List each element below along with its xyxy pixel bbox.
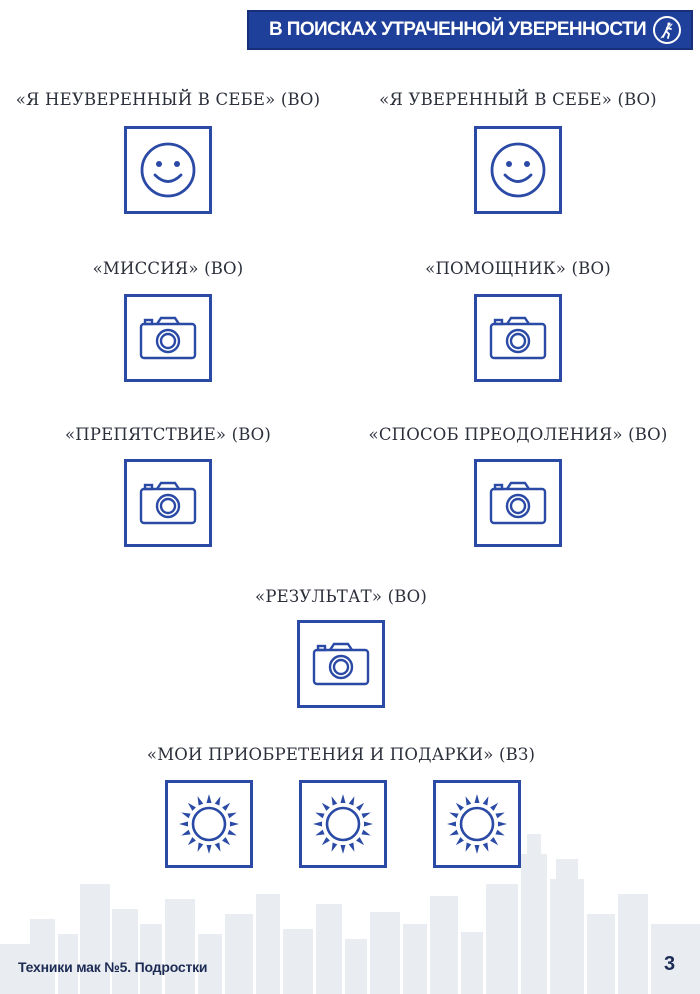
card-slot-result[interactable]: [297, 620, 385, 708]
camera-icon: [489, 481, 547, 525]
card-slot-mission[interactable]: [124, 294, 212, 382]
label-result: «РЕЗУЛЬТАТ» (ВО): [255, 587, 427, 606]
sun-icon: [313, 794, 373, 854]
smiley-icon: [140, 142, 196, 198]
climber-icon: [653, 16, 681, 44]
header-banner: В ПОИСКАХ УТРАЧЕННОЙ УВЕРЕННОСТИ: [247, 10, 693, 50]
page-number: 3: [664, 953, 676, 975]
label-helper: «ПОМОЩНИК» (ВО): [425, 259, 611, 278]
camera-icon: [489, 316, 547, 360]
card-slot-helper[interactable]: [474, 294, 562, 382]
sun-icon: [447, 794, 507, 854]
card-slot-unconfident[interactable]: [124, 126, 212, 214]
camera-icon: [312, 642, 370, 686]
footer-title: Техники мак №5. Подростки: [18, 959, 208, 975]
label-unconfident: «Я НЕУВЕРЕННЫЙ В СЕБЕ» (ВО): [15, 90, 321, 109]
label-mission: «МИССИЯ» (ВО): [92, 259, 244, 278]
smiley-icon: [490, 142, 546, 198]
card-slot-obstacle[interactable]: [124, 459, 212, 547]
card-slot-gift-3[interactable]: [433, 780, 521, 868]
label-confident: «Я УВЕРЕННЫЙ В СЕБЕ» (ВО): [379, 90, 657, 109]
camera-icon: [139, 316, 197, 360]
card-slot-gift-1[interactable]: [165, 780, 253, 868]
label-overcome-method: «СПОСОБ ПРЕОДОЛЕНИЯ» (ВО): [368, 425, 668, 444]
card-slot-gift-2[interactable]: [299, 780, 387, 868]
sun-icon: [179, 794, 239, 854]
label-obstacle: «ПРЕПЯТСТВИЕ» (ВО): [64, 425, 272, 444]
card-slot-confident[interactable]: [474, 126, 562, 214]
label-gains-and-gifts: «МОИ ПРИОБРЕТЕНИЯ И ПОДАРКИ» (ВЗ): [146, 745, 536, 764]
page-title: В ПОИСКАХ УТРАЧЕННОЙ УВЕРЕННОСТИ: [269, 19, 647, 40]
camera-icon: [139, 481, 197, 525]
card-slot-overcome-method[interactable]: [474, 459, 562, 547]
city-skyline-background: [0, 834, 700, 994]
